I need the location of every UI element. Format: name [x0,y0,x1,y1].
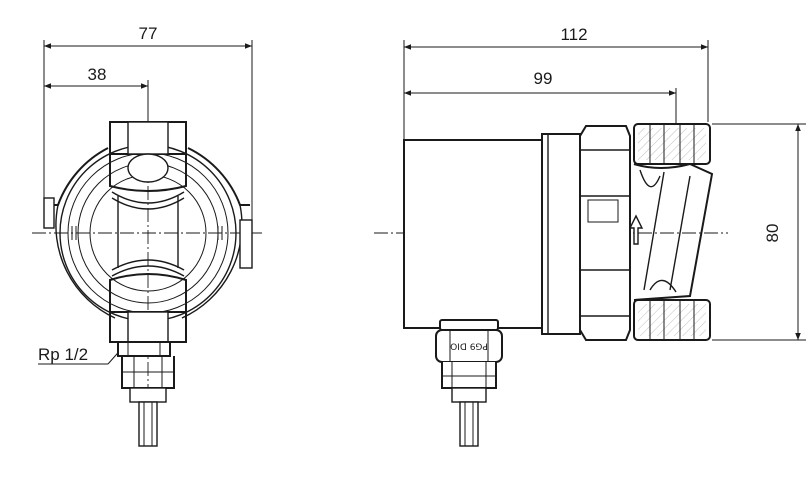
dimension-port-height: 80 [712,123,806,341]
dimension-label-80: 80 [763,224,782,243]
pump-housing-side [633,123,714,341]
dimension-label-112: 112 [560,25,587,44]
dimension-body-length: 99 [403,69,677,140]
motor-housing-front [43,144,253,322]
dimension-label-77: 77 [139,24,158,43]
motor-body-side [403,133,581,335]
dimension-overall-length: 112 [403,25,709,140]
dimension-label-38: 38 [88,65,107,84]
dimension-label-99: 99 [534,69,553,88]
pump-body-section [109,121,187,343]
thread-label: Rp 1/2 [38,345,88,364]
flow-direction-arrow-icon [628,214,644,245]
side-view: 112 99 80 [374,25,806,447]
cable-gland-side: PG9 DIO [435,319,503,447]
cable-gland-front [117,341,175,447]
thread-callout: Rp 1/2 [38,345,125,365]
front-view: 77 38 [32,24,262,447]
cable-gland-label: PG9 DIO [450,341,488,351]
union-nut-side [579,125,631,341]
